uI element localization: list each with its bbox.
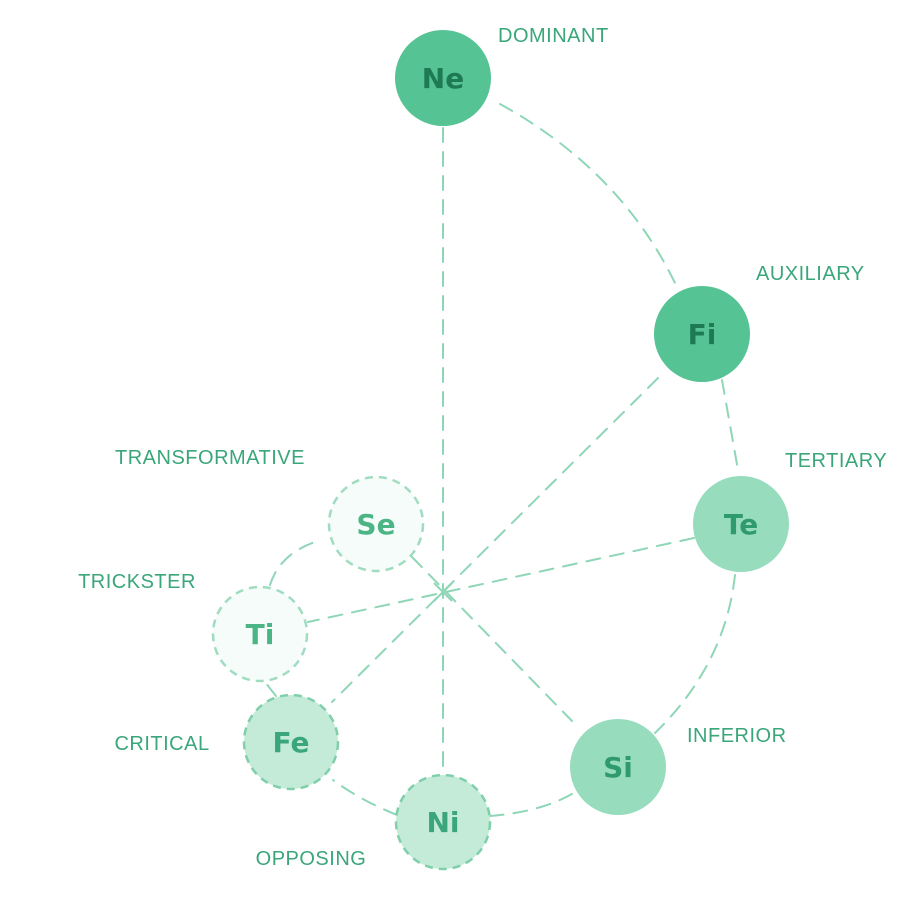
role-label-ni: OPPOSING [256, 848, 367, 870]
connector-si-ni [489, 793, 573, 817]
connector-ti-se [269, 540, 319, 586]
function-node-fe: Fe [242, 693, 340, 791]
connector-ne-fi [499, 103, 676, 284]
function-node-ti: Ti [211, 585, 309, 683]
function-node-si: Si [570, 719, 666, 815]
function-node-ne: Ne [395, 30, 491, 126]
role-label-fi: AUXILIARY [756, 263, 865, 285]
function-circle-si [570, 719, 666, 815]
function-node-te: Te [693, 476, 789, 572]
function-circle-te [693, 476, 789, 572]
connector-ni-fe [332, 779, 398, 816]
connector-lines [264, 103, 739, 817]
function-label-se: Se [356, 508, 395, 541]
function-label-fi: Fi [688, 318, 717, 351]
function-label-ni: Ni [426, 806, 459, 839]
connector-fe-ti [264, 681, 277, 697]
connector-te-si [654, 574, 736, 734]
role-label-si: INFERIOR [687, 725, 787, 747]
function-circle-fi [654, 286, 750, 382]
axis-se-si [411, 556, 573, 722]
center-cross-mark [433, 582, 453, 602]
role-labels: DOMINANT AUXILIARY TERTIARY INFERIOR OPPOSIN… [78, 25, 887, 870]
role-label-ti: TRICKSTER [78, 571, 196, 593]
function-circle-se [327, 475, 425, 573]
axis-te-ti [307, 537, 695, 623]
connector-fi-te [721, 379, 739, 471]
function-label-si: Si [603, 751, 633, 784]
function-circle-ne [395, 30, 491, 126]
function-label-fe: Fe [273, 726, 310, 759]
function-circle-fe [242, 693, 340, 791]
function-circle-ni [394, 773, 492, 871]
role-label-fe: CRITICAL [114, 733, 209, 755]
axis-fi-fe [331, 377, 659, 703]
function-node-se: Se [327, 475, 425, 573]
function-node-fi: Fi [654, 286, 750, 382]
function-circle-ti [211, 585, 309, 683]
function-label-ne: Ne [422, 62, 464, 95]
function-label-ti: Ti [246, 618, 275, 651]
function-node-ni: Ni [394, 773, 492, 871]
role-label-ne: DOMINANT [498, 25, 609, 47]
role-label-se: TRANSFORMATIVE [115, 447, 305, 469]
function-label-te: Te [724, 508, 758, 541]
role-label-te: TERTIARY [785, 450, 887, 472]
